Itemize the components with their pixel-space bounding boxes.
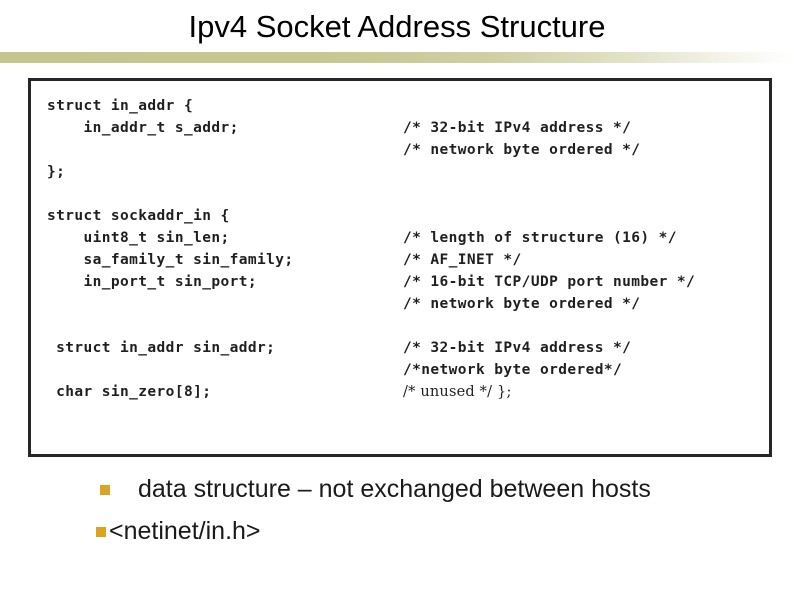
code-line: struct sockaddr_in { <box>31 205 769 227</box>
code-line: in_port_t sin_port; /* 16-bit TCP/UDP por… <box>31 271 769 293</box>
code-line: /* network byte ordered */ <box>31 293 769 315</box>
bullet-list: data structure – not exchanged between h… <box>0 472 794 548</box>
title-divider <box>0 52 794 63</box>
code-line <box>31 183 769 205</box>
code-line-comment: /* network byte ordered */ <box>403 142 641 158</box>
code-line: char sin_zero[8]; /* unused */ }; <box>31 381 769 403</box>
square-bullet-icon <box>100 485 110 495</box>
code-line-comment: /* 16-bit TCP/UDP port number */ <box>403 274 696 290</box>
code-line: in_addr_t s_addr; /* 32-bit IPv4 address … <box>31 117 769 139</box>
code-line-declaration: }; <box>47 164 66 180</box>
list-item-label: data structure – not exchanged between h… <box>138 475 651 503</box>
code-line-declaration: uint8_t sin_len; <box>47 230 230 246</box>
code-line: /*network byte ordered*/ <box>31 359 769 381</box>
code-line-declaration: in_addr_t s_addr; <box>47 120 239 136</box>
code-line: sa_family_t sin_family; /* AF_INET */ <box>31 249 769 271</box>
code-line: uint8_t sin_len; /* length of structure (… <box>31 227 769 249</box>
square-bullet-icon <box>96 527 106 537</box>
code-line-declaration: struct sockaddr_in { <box>47 208 230 224</box>
code-line-comment: /* 32-bit IPv4 address */ <box>403 120 632 136</box>
list-item: data structure – not exchanged between h… <box>0 472 794 506</box>
code-line: }; <box>31 161 769 183</box>
code-block-panel: struct in_addr { in_addr_t s_addr; /* 32-… <box>28 78 772 457</box>
code-line <box>31 315 769 337</box>
page-title: Ipv4 Socket Address Structure <box>188 9 606 44</box>
code-line: /* network byte ordered */ <box>31 139 769 161</box>
code-line-declaration: in_port_t sin_port; <box>47 274 257 290</box>
code-line-comment: /* AF_INET */ <box>403 252 522 268</box>
code-line-comment: /* unused */ }; <box>403 384 512 400</box>
code-line-declaration: struct in_addr sin_addr; <box>47 340 276 356</box>
code-line-declaration: char sin_zero[8]; <box>47 384 212 400</box>
code-line-declaration: struct in_addr { <box>47 98 194 114</box>
code-line-comment: /*network byte ordered*/ <box>403 362 623 378</box>
code-line-comment: /* 32-bit IPv4 address */ <box>403 340 632 356</box>
list-item-label: <netinet/in.h> <box>109 517 261 545</box>
code-line-comment: /* network byte ordered */ <box>403 296 641 312</box>
list-item: <netinet/in.h> <box>0 514 794 548</box>
code-line: struct in_addr { <box>31 95 769 117</box>
code-line-comment: /* length of structure (16) */ <box>403 230 677 246</box>
code-listing: struct in_addr { in_addr_t s_addr; /* 32-… <box>31 81 769 454</box>
code-line-declaration: sa_family_t sin_family; <box>47 252 294 268</box>
code-line: struct in_addr sin_addr; /* 32-bit IPv4 a… <box>31 337 769 359</box>
